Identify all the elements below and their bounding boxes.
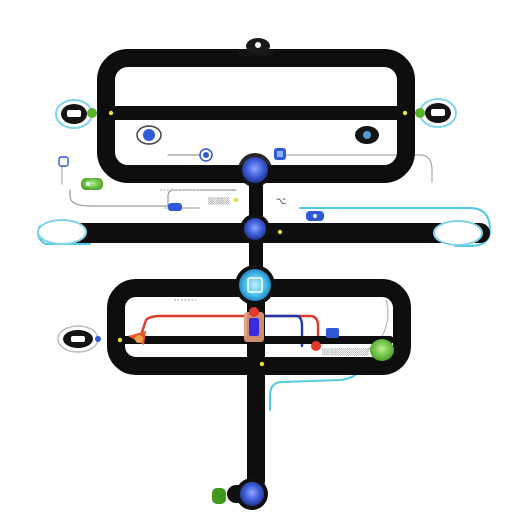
node-lower-blue-small[interactable]: [326, 328, 339, 338]
node-left-green[interactable]: [81, 178, 103, 190]
node-right-blue-pill[interactable]: [306, 211, 324, 221]
node-top[interactable]: [246, 38, 270, 54]
node-spine-3-hub[interactable]: [235, 265, 275, 305]
node-bottom-blue[interactable]: [236, 478, 268, 510]
navy-wire: [260, 314, 304, 348]
junction-dot: [259, 361, 265, 367]
node-left-bar[interactable]: [37, 219, 87, 245]
junction-dot: [233, 197, 239, 203]
node-lower-green[interactable]: [370, 339, 394, 361]
red-wire: [138, 314, 320, 344]
gear-icon: [363, 131, 371, 139]
node-small-blue[interactable]: [199, 148, 213, 162]
node-inner-right[interactable]: [355, 126, 379, 144]
node-inner-left[interactable]: [136, 125, 162, 145]
node-small-blue-right[interactable]: [274, 148, 286, 160]
node-bottom-green[interactable]: [212, 488, 226, 504]
node-right-bar[interactable]: [433, 220, 483, 246]
junction-dot: [277, 229, 283, 235]
robot-icon: [255, 42, 261, 48]
node-lower-center-chip[interactable]: [244, 307, 264, 342]
node-mid-blue-pill[interactable]: [168, 203, 182, 211]
chip-icon: [277, 151, 283, 157]
robot-icon: [71, 336, 85, 342]
chip-icon: [247, 277, 263, 293]
node-mid-plug[interactable]: ⌥: [276, 197, 286, 207]
robot-icon: [431, 109, 445, 116]
junction-dot: [402, 110, 408, 116]
grey-wire-4: [282, 154, 433, 183]
junctions: [108, 110, 408, 501]
label-lower-right: ░░░░░░░░░░░░: [322, 348, 369, 356]
cyan-wire-right: [299, 207, 492, 247]
node-spine-1[interactable]: [238, 153, 272, 187]
node-lower-orange[interactable]: [128, 331, 146, 345]
gear-icon: [143, 129, 155, 141]
node-left-small[interactable]: [58, 156, 69, 167]
node-spine-2[interactable]: [240, 214, 270, 244]
node-right-top[interactable]: [415, 98, 457, 128]
chip-icon: [203, 152, 209, 158]
node-lower-left[interactable]: [57, 325, 101, 353]
label-mid-connector: ░░░░░░: [208, 197, 230, 205]
node-left-top[interactable]: [55, 99, 97, 129]
plug-icon: ⌥: [276, 197, 286, 207]
robot-icon: [67, 110, 81, 117]
junction-dot: [108, 110, 114, 116]
node-lower-red-small[interactable]: [311, 341, 321, 351]
junction-dot: [117, 337, 123, 343]
